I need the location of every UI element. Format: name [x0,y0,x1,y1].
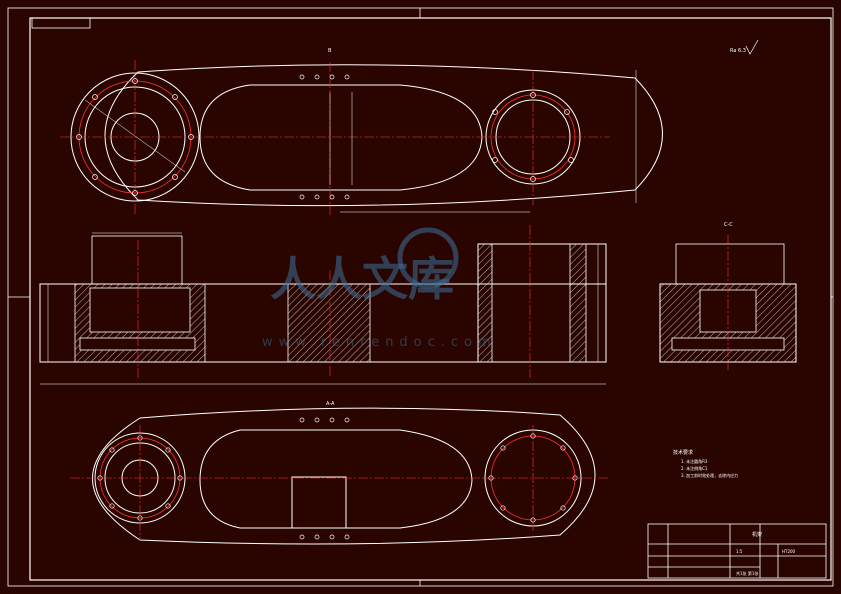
front-dimensions [40,232,606,385]
title-block [647,523,827,579]
top-view-label: B [328,48,332,54]
section-a-label: A-A [326,401,335,407]
svg-text:1. 未注圆角R3: 1. 未注圆角R3 [681,458,708,464]
scale: 1:5 [736,549,743,554]
svg-text:2. 未注倒角C1: 2. 未注倒角C1 [681,465,708,471]
svg-text:人人文库: 人人文库 [270,252,454,306]
technical-notes: 技术要求 1. 未注圆角R3 2. 未注倒角C1 3. 加工前时效处理，去除内应… [673,449,738,478]
bottom-centerlines [70,425,610,540]
svg-text:www.renrendoc.com: www.renrendoc.com [262,335,497,350]
inner-frame [29,17,832,581]
top-dimensions [84,70,637,213]
bottom-bolt-holes [97,417,578,540]
front-section-view [39,235,607,363]
svg-text:3. 加工前时效处理，去除内应力: 3. 加工前时效处理，去除内应力 [681,472,738,478]
drawing-number-box [31,17,91,29]
part-name: 机架 [752,531,762,538]
outer-profile [104,64,663,207]
top-bolt-holes [76,74,574,200]
front-centerlines [137,225,531,380]
section-c-view [659,235,797,370]
sheet-count: 共1张 第1张 [736,570,758,576]
svg-text:技术要求: 技术要求 [673,449,693,456]
svg-text:Ra 6.3: Ra 6.3 [730,48,746,54]
center-slot [199,84,483,191]
watermark: 人人文库 www.renrendoc.com [262,227,497,350]
material: HT200 [782,549,796,554]
middle-hatch [287,283,371,363]
section-c-label: C-C [724,222,733,228]
centering-marks [8,8,833,586]
roughness-symbol: Ra 6.3 [730,39,759,55]
